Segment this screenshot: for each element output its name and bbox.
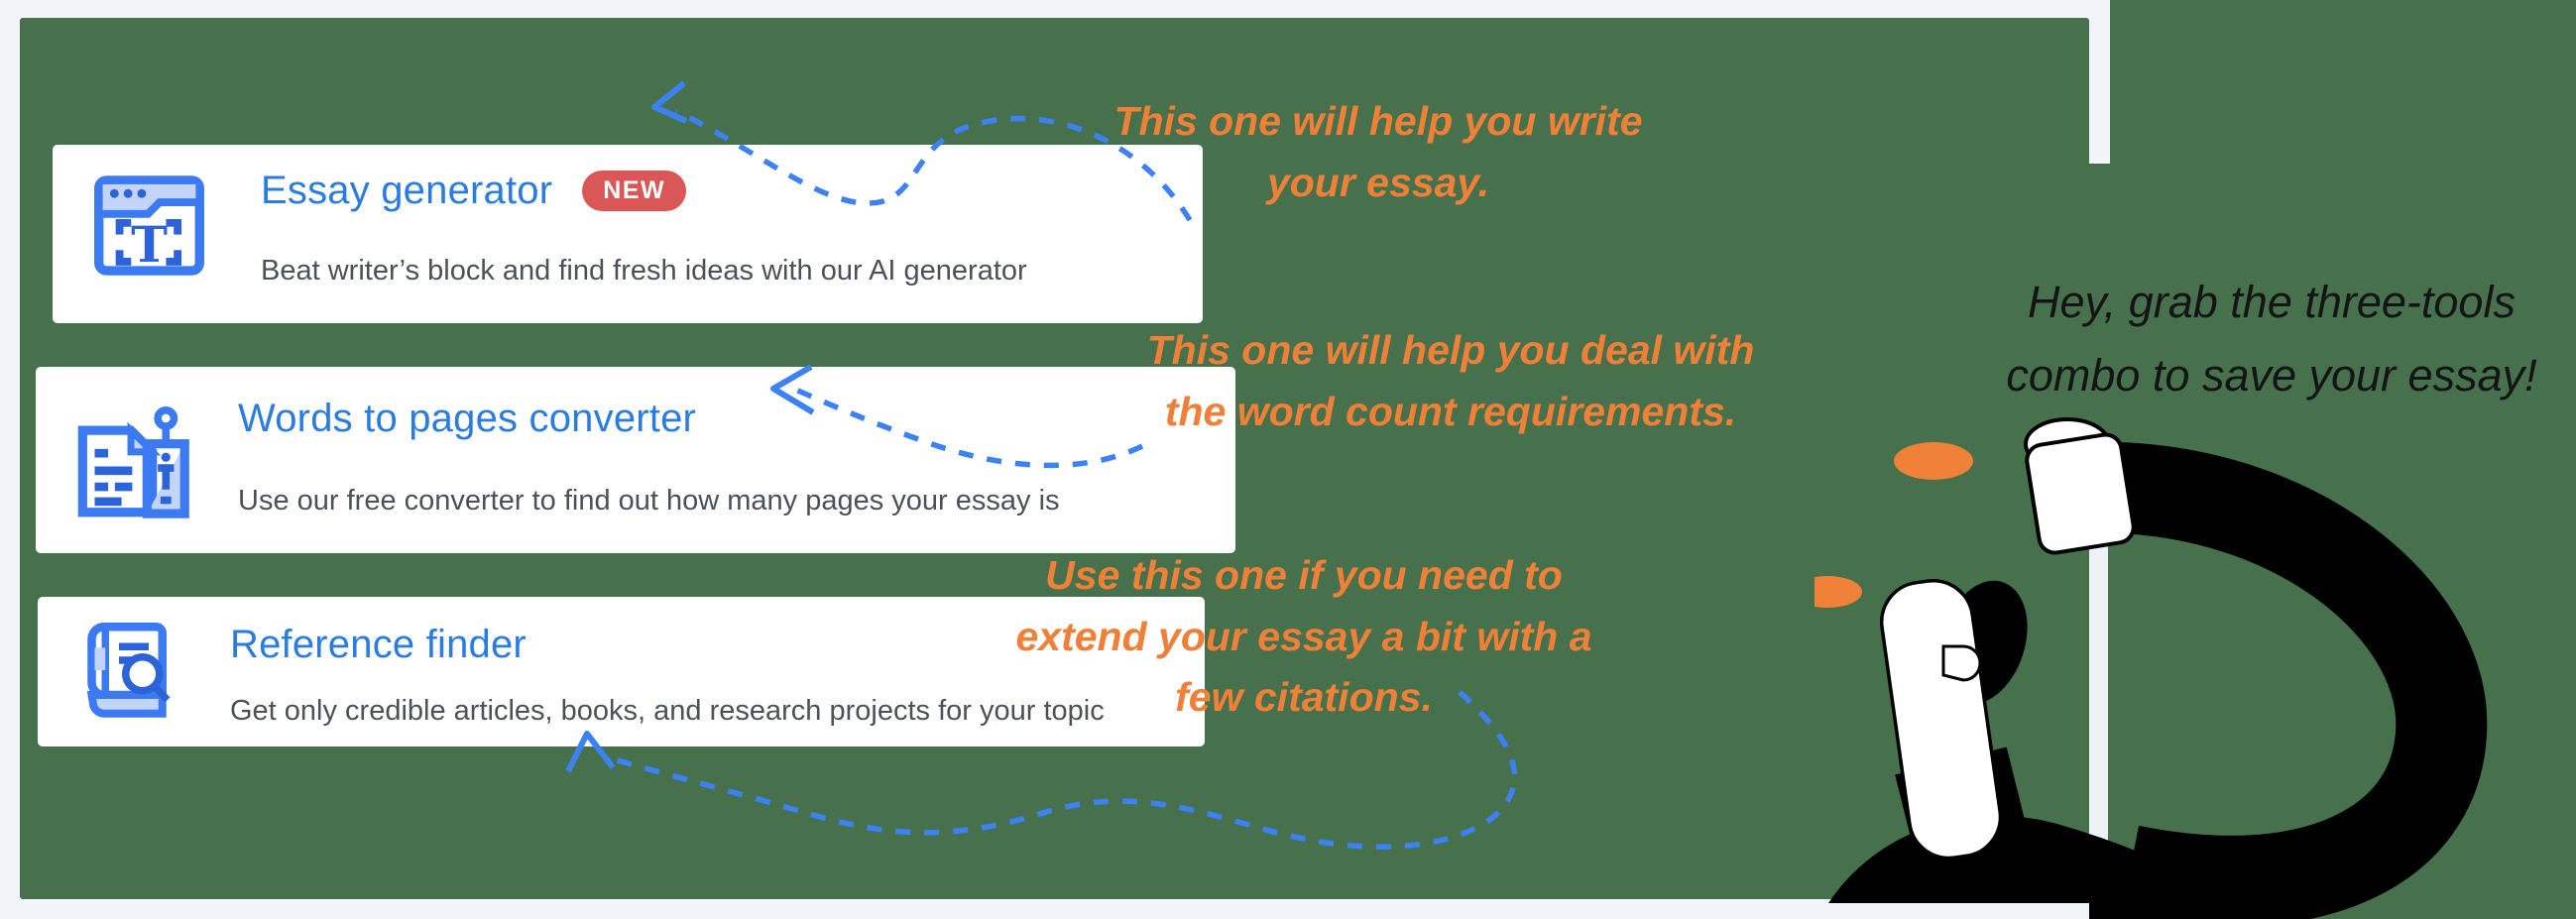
- card-words-to-pages[interactable]: Words to pages converter Use our free co…: [36, 367, 1235, 553]
- card-title[interactable]: Words to pages converter: [238, 397, 697, 440]
- document-pin-icon: [62, 400, 191, 528]
- card-essay-generator[interactable]: T Essay generator NEW Beat writer’s bloc…: [53, 145, 1203, 323]
- card-description: Beat writer’s block and find fresh ideas…: [261, 255, 1027, 287]
- card-description: Get only credible articles, books, and r…: [230, 695, 1105, 727]
- annotation-essay-generator: This one will help you write your essay.: [1113, 98, 1643, 205]
- new-badge: NEW: [582, 170, 687, 212]
- book-magnifier-icon: [69, 611, 188, 730]
- svg-text:T: T: [131, 216, 168, 274]
- right-green-panel: [2110, 0, 2576, 919]
- card-title[interactable]: Reference finder: [230, 623, 527, 666]
- bottom-border-band: [1815, 903, 2089, 919]
- card-description: Use our free converter to find out how m…: [238, 485, 1060, 517]
- annotation-reference-finder: Use this one if you need to extend your …: [1015, 552, 1592, 720]
- speech-text: Hey, grab the three-tools combo to save …: [2006, 277, 2537, 401]
- browser-text-icon: T: [87, 164, 211, 287]
- card-title[interactable]: Essay generator: [261, 169, 553, 212]
- annotation-words-converter: This one will help you deal with the wor…: [1146, 327, 1755, 434]
